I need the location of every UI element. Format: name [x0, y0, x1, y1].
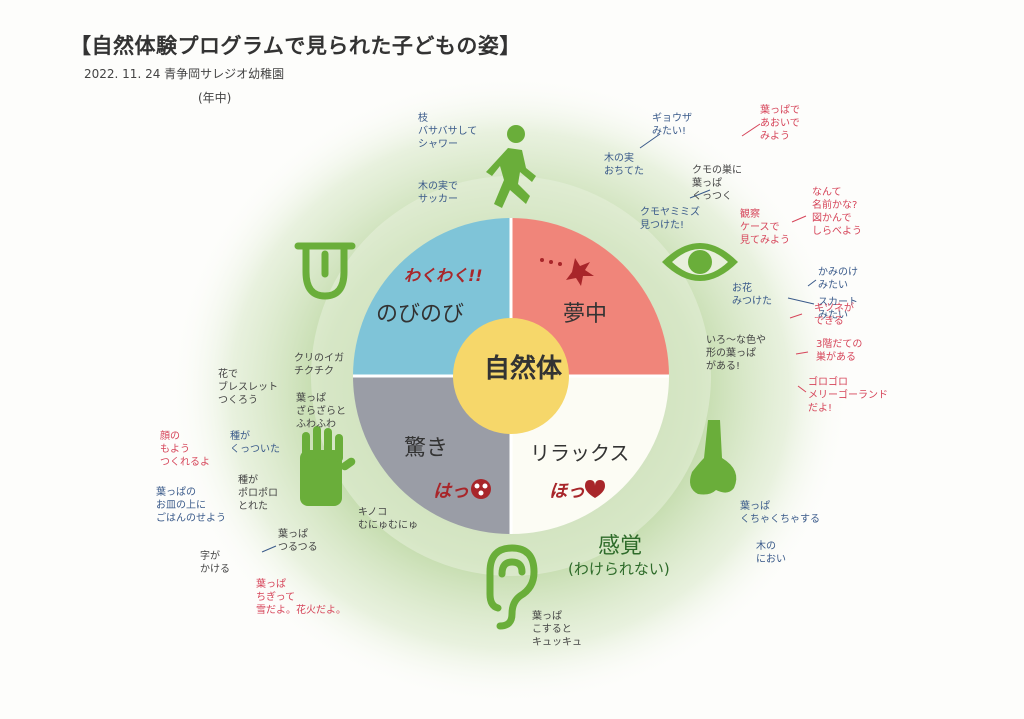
note-iroiro: いろ〜な色や 形の葉っぱ がある! — [706, 335, 766, 372]
note-tane: 種が くっついた — [230, 431, 280, 455]
note-gorogoro: ゴロゴロ メリーゴーランド だよ! — [808, 377, 888, 414]
note-tsurutsuru: 葉っぱ つるつる — [278, 529, 318, 553]
note-kinonioi: 木の におい — [756, 541, 786, 565]
note-kitsune: キツネが できる — [814, 303, 854, 327]
hand-icon — [300, 426, 356, 506]
eye-icon — [662, 243, 738, 281]
note-namae: なんて 名前かな? 図かんで しらべよう — [812, 187, 862, 237]
tongue-icon — [294, 242, 356, 300]
note-gyoza: ギョウザ みたい! — [652, 113, 692, 137]
class-note: (年中) — [198, 91, 232, 105]
center-circle — [453, 318, 569, 434]
walking-person-icon — [486, 125, 536, 208]
note-ji: 字が かける — [200, 551, 230, 575]
note-kumo: クモの巣に 葉っぱ くっつく — [692, 165, 742, 202]
note-osara: 葉っぱの お皿の上に ごはんのせよう — [156, 487, 226, 524]
wakuwaku-label: わくわく!! — [404, 266, 483, 285]
note-eda: 枝 バサバサして シャワー — [418, 113, 478, 150]
note-bracelet: 花で ブレスレット つくろう — [218, 369, 278, 406]
relax-label: リラックス — [530, 441, 630, 465]
heart-icon — [585, 480, 605, 498]
date-school-note: 2022. 11. 24 青争岡サレジオ幼稚園 — [84, 67, 285, 81]
note-kansatsu: 観察 ケースで 見てみよう — [740, 209, 790, 246]
muchuu-label: 夢中 — [563, 302, 608, 327]
note-kinoko: キノコ むにゅむにゅ — [358, 507, 418, 531]
surprise-face-icon — [471, 479, 491, 499]
center-label: 自然体 — [484, 354, 563, 384]
sense-label: 感覚 — [598, 534, 643, 559]
note-3kai: 3階だての 巣がある — [816, 339, 863, 363]
nobinobi-label: のびのび — [376, 302, 465, 327]
note-popo: 種が ポロポロ とれた — [238, 475, 278, 512]
note-soccer: 木の実で サッカー — [418, 181, 458, 205]
note-kurinoiga: クリのイガ チクチク — [294, 353, 344, 377]
odoroki-label: 驚き — [404, 436, 449, 461]
note-kao: 顔の もよう つくれるよ — [160, 431, 210, 468]
ear-icon — [486, 544, 538, 630]
note-kaminoke: かみのけ みたい — [818, 267, 858, 291]
note-hanabi: 葉っぱ ちぎって 雪だよ。花火だよ。 — [256, 579, 346, 616]
page-title: 【自然体験プログラムで見られた子どもの姿】 — [70, 34, 521, 58]
note-skirt: スカート みたい — [818, 297, 858, 321]
note-konomi: 木の実 おちてた — [604, 153, 644, 177]
hotto-label: ほっ — [549, 481, 585, 502]
note-zarazara: 葉っぱ ざらざらと ふわふわ — [296, 393, 346, 430]
note-kuchakucha: 葉っぱ くちゃくちゃする — [740, 501, 820, 525]
sense-sub-label: (わけられない) — [568, 560, 670, 578]
note-kosuru: 葉っぱ こすると キュッキュ — [532, 611, 582, 648]
hatto-label: はっ — [433, 481, 469, 502]
note-ohana: お花 みつけた — [732, 283, 772, 307]
nose-icon — [690, 420, 737, 495]
muchuu-sparkle-icon — [540, 258, 594, 286]
note-kumomimizu: クモヤミミズ 見つけた! — [640, 207, 700, 231]
note-happa-aoi: 葉っぱで あおいで みよう — [760, 105, 800, 142]
